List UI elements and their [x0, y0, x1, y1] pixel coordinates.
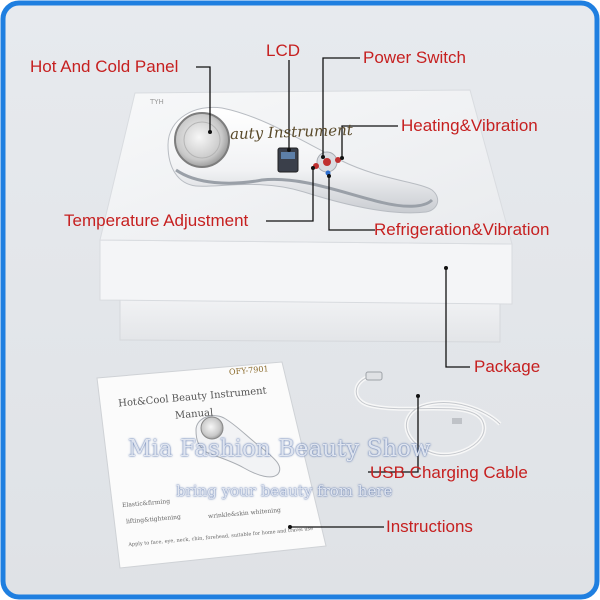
leader-heating-vibration: [341, 125, 398, 158]
leader-usb-cable: [368, 396, 419, 473]
label-package: Package: [474, 357, 541, 376]
manual-sheet: [96, 361, 327, 569]
leader-temperature-adjustment: [266, 168, 314, 222]
hot-cold-panel-head: [174, 112, 230, 168]
leader-lines: [196, 57, 470, 528]
label-refrigeration-vibration: Refrigeration&Vibration: [374, 220, 550, 239]
label-temperature-adjustment: Temperature Adjustment: [64, 211, 249, 230]
box-lid-side: [99, 239, 513, 305]
leader-refrigeration-vibration: [328, 176, 375, 231]
leader-dots: [208, 130, 448, 529]
label-usb-charging-cable: USB Charging Cable: [370, 463, 528, 482]
heating-button: [335, 157, 341, 163]
usb-plug: [365, 371, 383, 381]
beauty-device: [167, 106, 439, 214]
label-lcd: LCD: [266, 41, 301, 60]
label-instructions: Instructions: [386, 517, 473, 536]
device-chrome-trim: [175, 168, 434, 208]
label-hot-cold-panel: Hot And Cold Panel: [30, 57, 179, 76]
leader-power-switch: [322, 57, 360, 157]
leader-hot-cold-panel: [196, 66, 211, 132]
watermark-line2: bring your beauty from here: [176, 482, 393, 500]
label-heating-vibration: Heating&Vibration: [401, 116, 538, 135]
box-corner-text: TYH: [150, 98, 164, 106]
label-power-switch: Power Switch: [363, 48, 466, 67]
watermark-line1: Mia Fashion Beauty Show: [128, 436, 431, 462]
leader-package: [445, 268, 470, 368]
power-button: [323, 158, 331, 166]
